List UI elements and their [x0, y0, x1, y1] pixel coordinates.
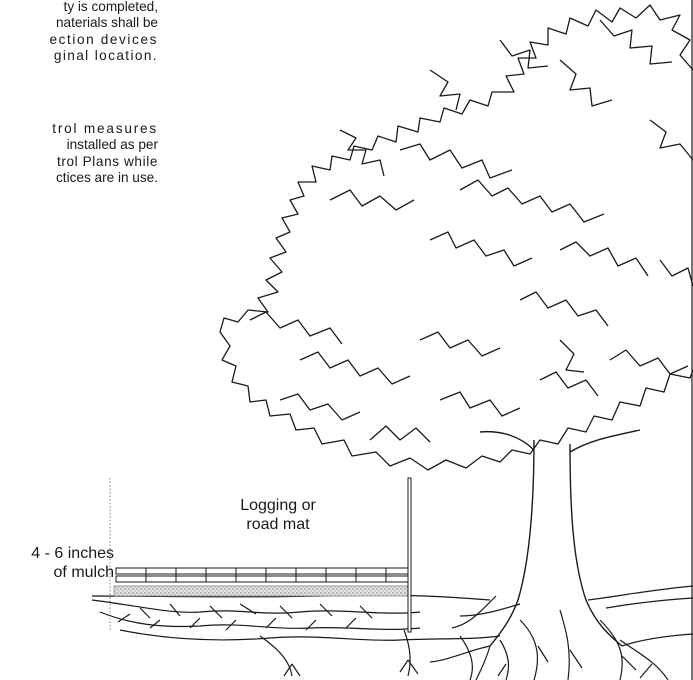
road-mat-label-line: road mat [222, 515, 334, 534]
root-system [92, 586, 693, 680]
road-mat-label: Logging or road mat [222, 496, 334, 534]
fence-post [408, 478, 411, 632]
mulch-label-line: 4 - 6 inches [0, 544, 114, 563]
tree-trunk [480, 430, 640, 646]
mulch-label-line: of mulch [0, 563, 114, 582]
mulch-label: 4 - 6 inches of mulch [0, 544, 114, 582]
road-mat-planks [116, 568, 408, 582]
mulch-layer [114, 586, 410, 596]
road-mat-label-line: Logging or [222, 496, 334, 515]
tree-canopy [220, 5, 693, 470]
